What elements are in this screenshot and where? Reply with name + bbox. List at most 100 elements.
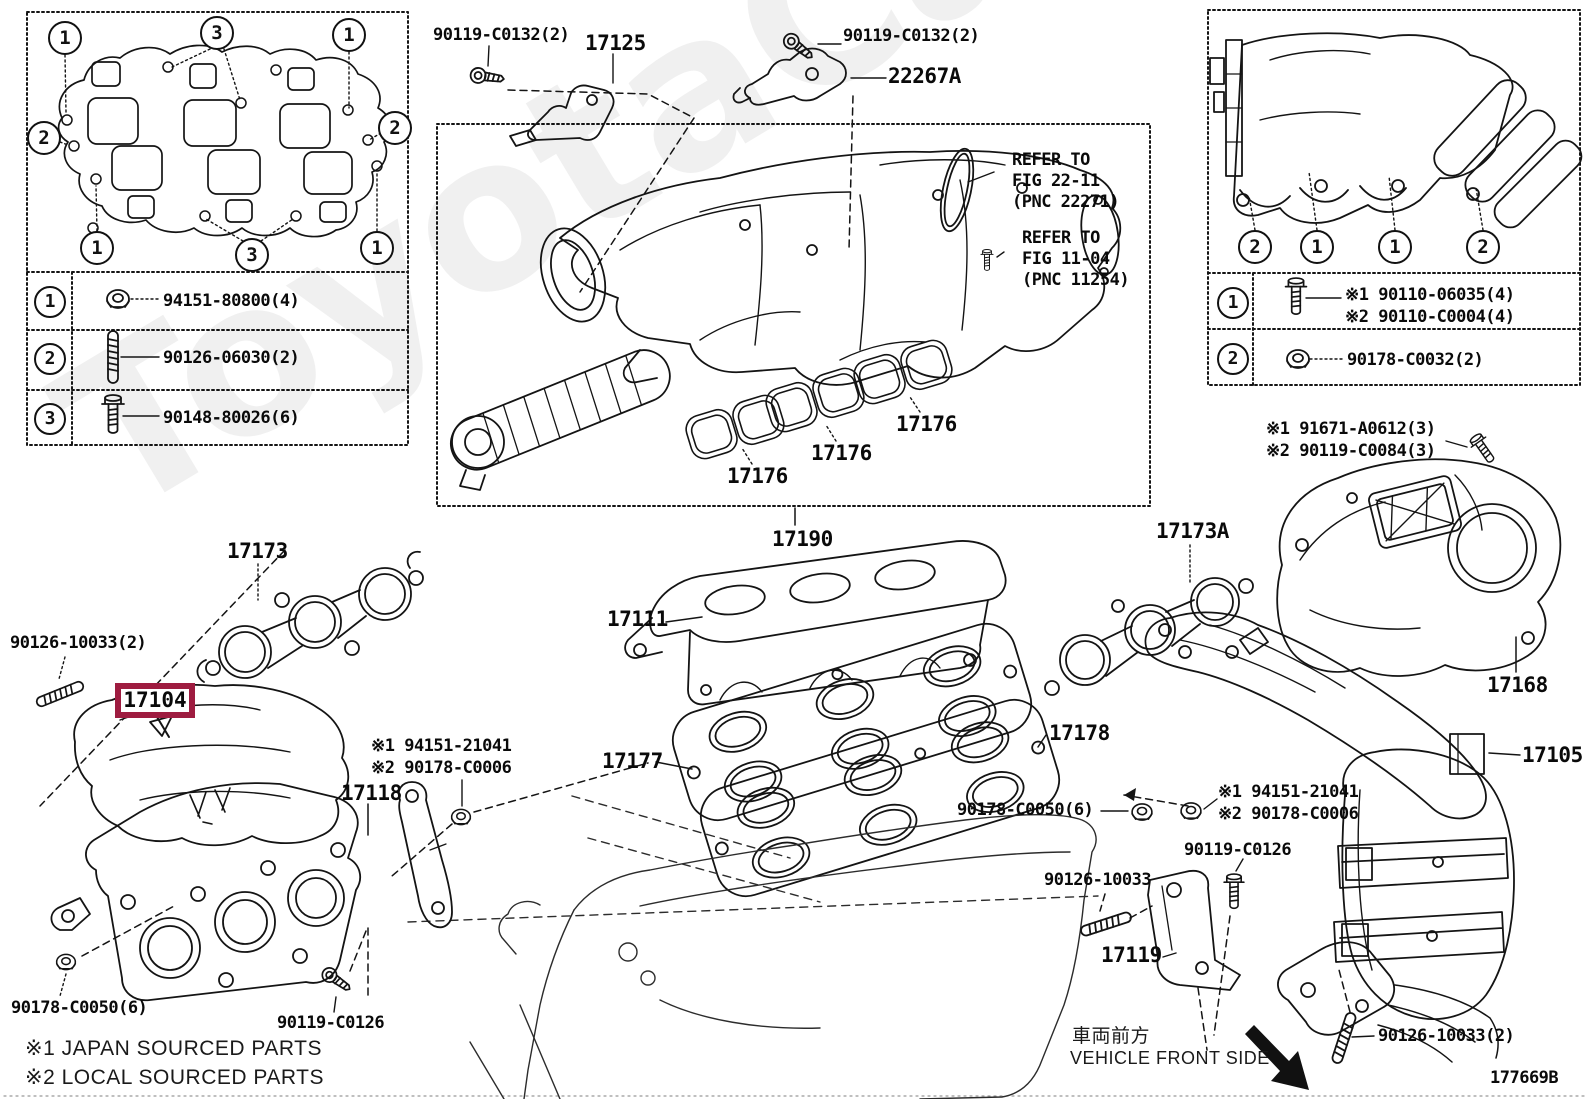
screw-icon — [779, 29, 818, 65]
leader-shield-note — [1445, 440, 1468, 448]
leader-17111 — [665, 616, 703, 623]
manifold-side-view-drawing — [1209, 32, 1583, 229]
callout-3: 3 — [235, 238, 269, 272]
manifold-gasket-plate-drawing — [57, 44, 392, 238]
valve-part-drawing — [980, 248, 994, 271]
part-label-90126-10033-mid[interactable]: 90126-10033 — [1044, 870, 1152, 890]
legend-row-num: 1 — [1217, 287, 1249, 319]
legend-row-num: 2 — [1217, 343, 1249, 375]
sourcing-note-left: ※1 94151-21041 ※2 90178-C0006 — [371, 736, 512, 779]
part-label-17105[interactable]: 17105 — [1522, 743, 1583, 767]
selected-part-box-17104[interactable]: 17104 — [115, 683, 195, 718]
o-ring-drawing — [939, 147, 975, 233]
callout-1: 1 — [48, 21, 82, 55]
gasket-17173-drawing — [196, 550, 424, 683]
part-label-90119-C0132-left[interactable]: 90119-C0132(2) — [433, 25, 570, 45]
exhaust-manifold-17104-drawing — [50, 683, 362, 1002]
part-label-17177[interactable]: 17177 — [602, 749, 663, 773]
gasket-17173a-drawing — [1044, 577, 1254, 696]
note-line: ※2 90178-C0006 — [371, 757, 512, 778]
top-right-callout-leaders — [1248, 171, 1484, 231]
legend-part-number[interactable]: 90148-80026(6) — [163, 408, 300, 428]
part-label-17111[interactable]: 17111 — [607, 607, 668, 631]
part-label-17190[interactable]: 17190 — [772, 527, 833, 551]
legend-row-num: 2 — [34, 343, 66, 375]
gasket-17176-drawings — [685, 339, 953, 460]
legend-part-number[interactable]: 90126-06030(2) — [163, 348, 300, 368]
mid-dashed-leaders — [1099, 794, 1231, 1051]
top-leaders — [487, 43, 887, 84]
stud-bolt-icon — [1078, 910, 1134, 938]
callout-1: 1 — [80, 231, 114, 265]
part-label-90119-C0132-right[interactable]: 90119-C0132(2) — [843, 26, 980, 46]
callout-2: 2 — [378, 111, 412, 145]
callout-3: 3 — [200, 16, 234, 50]
dashed-stud-br — [1337, 965, 1351, 1013]
callout-1: 1 — [1300, 230, 1334, 264]
part-label-17118[interactable]: 17118 — [341, 781, 402, 805]
legend-part-number[interactable]: ※1 90110-06035(4) — [1345, 285, 1515, 305]
intake-plenum-drawing — [539, 150, 1122, 386]
callout-1: 1 — [1378, 230, 1412, 264]
leader-stud-br — [1351, 1035, 1375, 1038]
part-label-90119-C0126-mid[interactable]: 90119-C0126 — [1184, 840, 1292, 860]
bracket-22267a-drawing — [732, 47, 847, 106]
refer-line: (PNC 11254) — [1022, 270, 1130, 290]
refer-line: REFER TO — [1012, 150, 1090, 170]
part-label-90119-C0126-left[interactable]: 90119-C0126 — [277, 1013, 385, 1033]
part-label-17173A[interactable]: 17173A — [1156, 519, 1229, 543]
top-dashed-leaders — [507, 89, 854, 293]
part-label-90126-10033-br[interactable]: 90126-10033(2) — [1378, 1026, 1515, 1046]
gasket-leaders — [741, 396, 921, 465]
screw-icon — [468, 66, 506, 88]
footer-note-japan: ※1 JAPAN SOURCED PARTS — [25, 1037, 322, 1060]
part-label-90178-C0050-mid[interactable]: 90178-C0050(6) — [957, 800, 1094, 820]
part-label-17176-3[interactable]: 17176 — [896, 412, 957, 436]
note-line: ※2 90178-C0006 — [1218, 803, 1359, 824]
flange-nut-icon — [450, 808, 472, 826]
part-label-17125[interactable]: 17125 — [585, 31, 646, 55]
mid-leaders — [1100, 798, 1244, 958]
bracket-17125-drawing — [509, 84, 615, 147]
leader-c0126-left — [333, 996, 337, 1013]
legend-row-num: 3 — [34, 403, 66, 435]
top-right-panel-frame — [1207, 9, 1581, 386]
note-line: ※1 94151-21041 — [1218, 782, 1359, 802]
callout-2: 2 — [1466, 230, 1500, 264]
callout-2: 2 — [1238, 230, 1272, 264]
refer-note-fig-11-04: REFER TO FIG 11-04 (PNC 11254) — [1022, 228, 1130, 291]
legend-part-number[interactable]: 94151-80800(4) — [163, 291, 300, 311]
dashed-arrowhead — [1124, 788, 1136, 801]
part-label-17176-2[interactable]: 17176 — [811, 441, 872, 465]
bracket-17119-drawing — [1147, 870, 1241, 991]
front-side-label-jp: 車両前方 — [1072, 1026, 1151, 1047]
top-left-callout-leaders — [59, 48, 382, 242]
left-dashed-leaders — [39, 549, 649, 997]
flange-nut-icon — [1131, 803, 1153, 821]
callout-2: 2 — [27, 121, 61, 155]
stud-bolt-icon — [1330, 1010, 1358, 1066]
part-label-17178[interactable]: 17178 — [1049, 721, 1110, 745]
sourcing-note-shield: ※1 91671-A0612(3) ※2 90119-C0084(3) — [1266, 419, 1436, 462]
stud-bolt-icon — [34, 679, 86, 709]
part-label-17173[interactable]: 17173 — [227, 539, 288, 563]
legend-row-num: 1 — [34, 286, 66, 318]
part-label-90126-10033-left[interactable]: 90126-10033(2) — [10, 633, 147, 653]
part-label-17119[interactable]: 17119 — [1101, 943, 1162, 967]
part-label-17168[interactable]: 17168 — [1487, 673, 1548, 697]
part-label-90178-C0050-left[interactable]: 90178-C0050(6) — [11, 998, 148, 1018]
leader-17105 — [1488, 752, 1521, 756]
flange-nut-icon — [1286, 349, 1310, 369]
part-label-17176-1[interactable]: 17176 — [727, 464, 788, 488]
note-line: ※1 94151-21041 — [371, 736, 512, 756]
legend-leader — [120, 356, 160, 417]
callout-1: 1 — [360, 231, 394, 265]
engine-hidden-lines — [407, 795, 1099, 923]
lower-intake-manifold-drawing — [624, 540, 1007, 706]
part-label-22267A[interactable]: 22267A — [888, 64, 961, 88]
legend-part-number[interactable]: ※2 90110-C0004(4) — [1345, 307, 1515, 327]
callout-1: 1 — [332, 18, 366, 52]
legend-part-number[interactable]: 90178-C0032(2) — [1347, 350, 1484, 370]
